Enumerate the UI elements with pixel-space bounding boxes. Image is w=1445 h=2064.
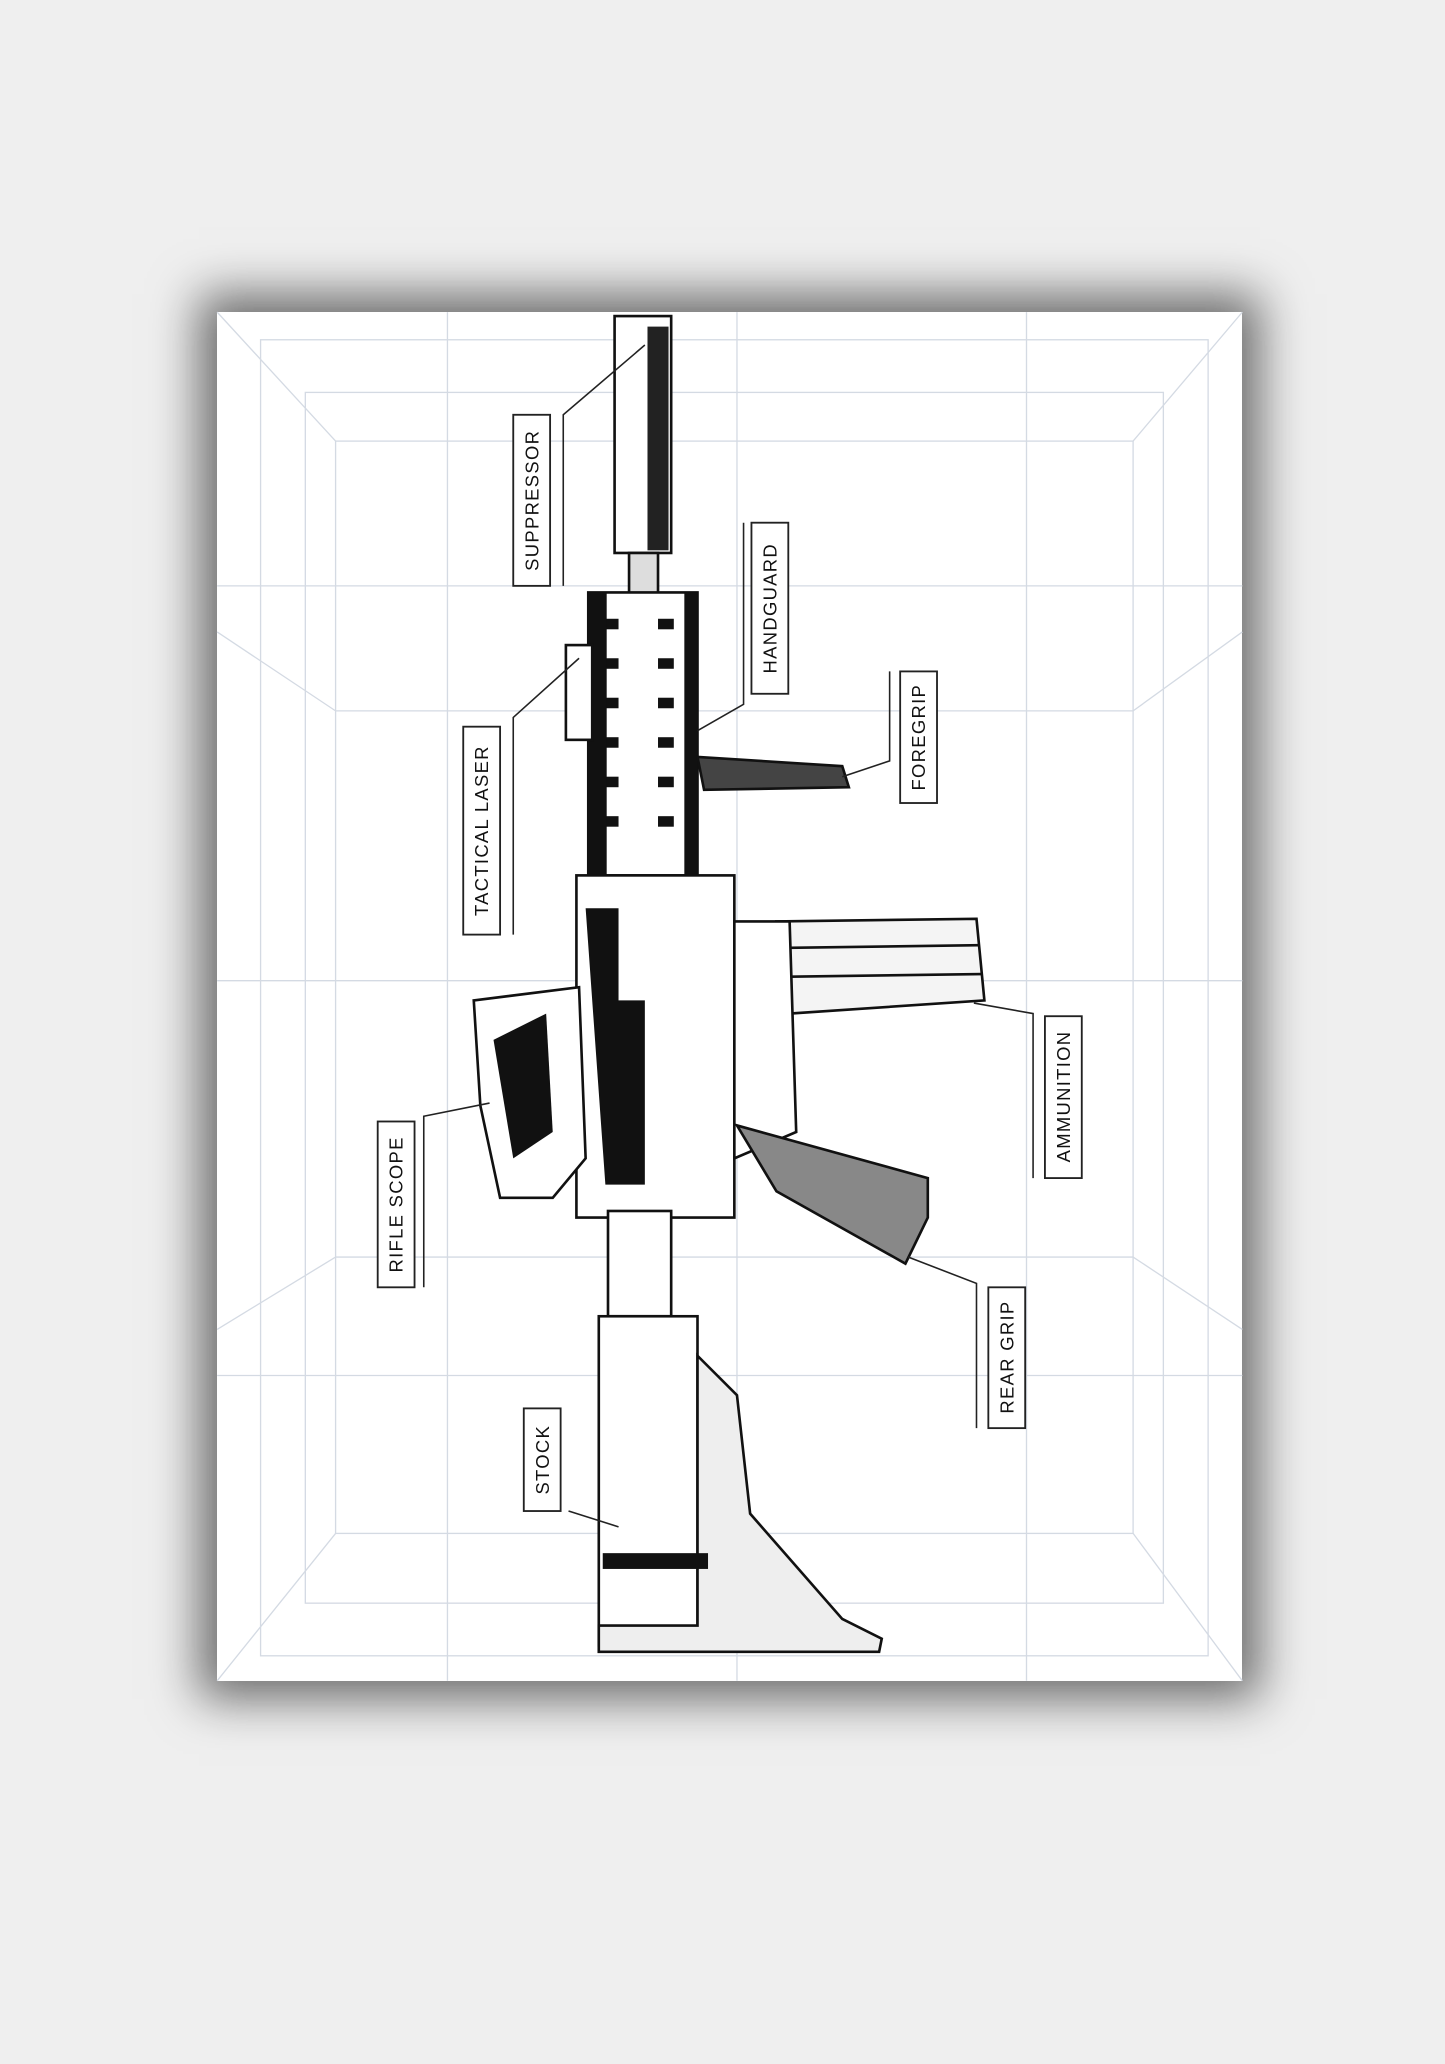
receiver-shade (585, 908, 645, 1185)
label-stock: STOCK (522, 1407, 562, 1512)
stock (597, 1314, 699, 1647)
label-foregrip: FOREGRIP (899, 670, 938, 804)
svg-text:AMMUNITION: AMMUNITION (1053, 1031, 1074, 1163)
leader-lines (422, 344, 1034, 1528)
svg-text:TACTICAL LASER: TACTICAL LASER (471, 745, 492, 916)
label-handguard: HANDGUARD (750, 521, 790, 695)
scope-shade (493, 1013, 553, 1159)
svg-text:STOCK: STOCK (532, 1425, 553, 1495)
svg-text:RIFLE SCOPE: RIFLE SCOPE (386, 1136, 407, 1272)
magazine (774, 917, 986, 1015)
svg-text:HANDGUARD: HANDGUARD (759, 543, 780, 673)
label-rifle-scope: RIFLE SCOPE (376, 1120, 416, 1289)
lower-receiver (733, 920, 798, 1161)
buffer-tube (606, 1209, 673, 1318)
rifle-illustration (472, 314, 986, 1654)
label-rear-grip: REAR GRIP (987, 1286, 1027, 1430)
label-ammunition: AMMUNITION (1044, 1015, 1083, 1180)
rear-grip (734, 1123, 930, 1266)
label-tactical-laser: TACTICAL LASER (462, 725, 502, 936)
barrel (627, 551, 660, 597)
svg-text:REAR GRIP: REAR GRIP (996, 1301, 1017, 1414)
svg-text:FOREGRIP: FOREGRIP (908, 684, 929, 791)
label-suppressor: SUPPRESSOR (512, 413, 552, 587)
svg-text:SUPPRESSOR: SUPPRESSOR (521, 430, 542, 571)
suppressor-shade (647, 326, 669, 551)
foregrip (695, 755, 851, 792)
stock-body (597, 1352, 884, 1654)
tactical-laser (564, 643, 594, 742)
stock-strap (602, 1553, 709, 1569)
